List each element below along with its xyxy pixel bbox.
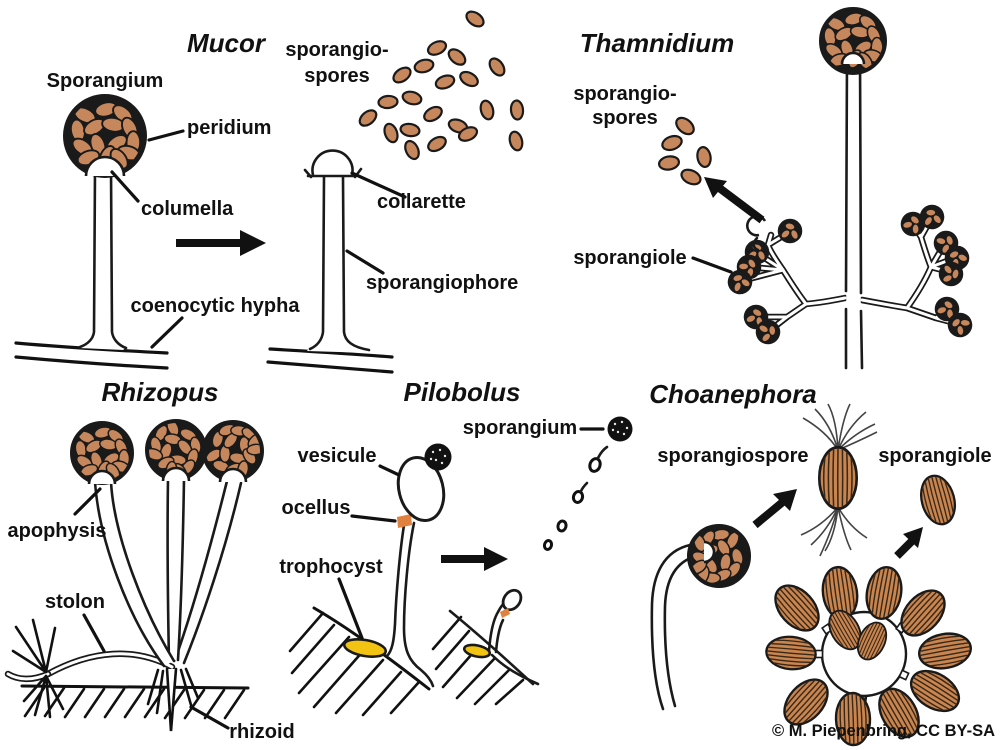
panel-mucor-discharged: sporangio- spores collarette sporangioph… xyxy=(266,10,525,374)
mucor-sporangiophore-drawing xyxy=(78,168,128,350)
label-vesicule: vesicule xyxy=(298,445,377,467)
label-sporangiophore: sporangiophore xyxy=(366,272,518,294)
label-rhizoid: rhizoid xyxy=(229,721,295,743)
choanephora-arrow-sporangiole xyxy=(894,527,923,559)
stolon-drawing xyxy=(4,650,176,683)
single-sporangiole-drawing xyxy=(914,470,962,530)
leader-coenocytic-hypha xyxy=(150,316,184,349)
panel-choanephora: Choanephora xyxy=(649,379,992,747)
pilobolus-title: Pilobolus xyxy=(404,377,521,407)
credit-line: © M. Piepenbring, CC BY-SA xyxy=(772,722,995,740)
mucor-sporangium-drawing xyxy=(63,94,147,178)
label-coenocytic-hypha: coenocytic hypha xyxy=(131,295,301,317)
central-rhizoid-tuft xyxy=(146,667,200,732)
label-ocellus: ocellus xyxy=(282,497,351,519)
label-ch-sporangiole: sporangiole xyxy=(878,445,991,467)
label-collarette: collarette xyxy=(377,191,466,213)
label-th-sporangiospores-2: spores xyxy=(592,107,658,129)
pilobolus-arrow xyxy=(441,547,508,571)
leader-rhizoid xyxy=(189,705,230,730)
pilobolus-after-discharge xyxy=(431,588,540,706)
released-sporangiospores xyxy=(358,10,525,161)
leader-columella xyxy=(110,170,140,203)
discharged-hypha-drawing xyxy=(266,347,394,374)
rhizopus-sporangiophores xyxy=(93,477,243,668)
label-sporangium: Sporangium xyxy=(47,70,164,92)
panel-thamnidium: Thamnidium xyxy=(573,7,977,370)
pilobolus-sporangium-launched xyxy=(607,416,633,442)
thamnidium-spores xyxy=(657,116,712,186)
pilobolus-sporangium-attached xyxy=(424,443,452,471)
panel-rhizopus: Rhizopus xyxy=(4,377,295,743)
panel-pilobolus: Pilobolus xyxy=(279,377,633,717)
choanephora-title: Choanephora xyxy=(649,379,817,409)
liquid-droplets xyxy=(542,445,609,551)
label-ch-sporangiospore: sporangiospore xyxy=(657,445,808,467)
rhizopus-sporangia xyxy=(70,419,264,485)
sporangiospore-drawing xyxy=(800,403,878,557)
empty-sporangiophore-drawing xyxy=(303,149,371,353)
label-th-sporangiole: sporangiole xyxy=(573,247,686,269)
thamnidium-sporangium-drawing xyxy=(819,7,887,75)
thamnidium-arrow xyxy=(704,177,765,224)
thamnidium-columella xyxy=(840,51,866,65)
mucor-title: Mucor xyxy=(187,28,267,58)
left-rhizoid-cluster xyxy=(11,618,65,719)
leader-vesicule xyxy=(378,464,401,477)
leader-sporangiophore xyxy=(345,249,385,275)
leader-ocellus xyxy=(350,514,397,523)
columella-dome xyxy=(84,155,126,177)
label-pi-sporangium: sporangium xyxy=(463,417,577,439)
pilobolus-stalk xyxy=(385,517,435,688)
leader-trophocyst xyxy=(337,577,364,640)
thamnidium-stalk xyxy=(844,52,864,370)
trophocyst xyxy=(342,638,388,658)
leader-apophysis xyxy=(73,487,102,516)
mucor-arrow xyxy=(176,230,266,256)
label-peridium: peridium xyxy=(187,117,271,139)
substrate-drawing xyxy=(20,684,250,720)
choanephora-sporangiophore xyxy=(650,543,698,711)
rhizopus-title: Rhizopus xyxy=(102,377,219,407)
ocellus xyxy=(397,514,412,528)
label-stolon: stolon xyxy=(45,591,105,613)
leader-stolon xyxy=(82,613,106,653)
label-columella: columella xyxy=(141,198,234,220)
label-th-sporangiospores-1: sporangio- xyxy=(573,83,676,105)
choanephora-arrow-sporangiospore xyxy=(752,489,797,529)
panel-mucor: Mucor Sporangium peridium columella coen… xyxy=(14,28,301,370)
leader-sporangiole xyxy=(691,256,733,274)
thamnidium-branches xyxy=(737,215,963,335)
coenocytic-hypha-drawing xyxy=(14,341,169,370)
thamnidium-title: Thamnidium xyxy=(580,28,735,58)
label-trophocyst: trophocyst xyxy=(279,556,383,578)
leader-collarette xyxy=(350,171,407,199)
sporangiole-head-cluster xyxy=(763,563,975,747)
vesicule-drawing xyxy=(396,455,446,523)
label-apophysis: apophysis xyxy=(8,520,107,542)
label-sporangiospores-2: spores xyxy=(304,65,370,87)
label-sporangiospores-1: sporangio- xyxy=(285,39,388,61)
exposed-columella-dome xyxy=(311,149,354,176)
choanephora-sporangium-drawing xyxy=(687,524,751,588)
leader-peridium xyxy=(147,129,185,142)
